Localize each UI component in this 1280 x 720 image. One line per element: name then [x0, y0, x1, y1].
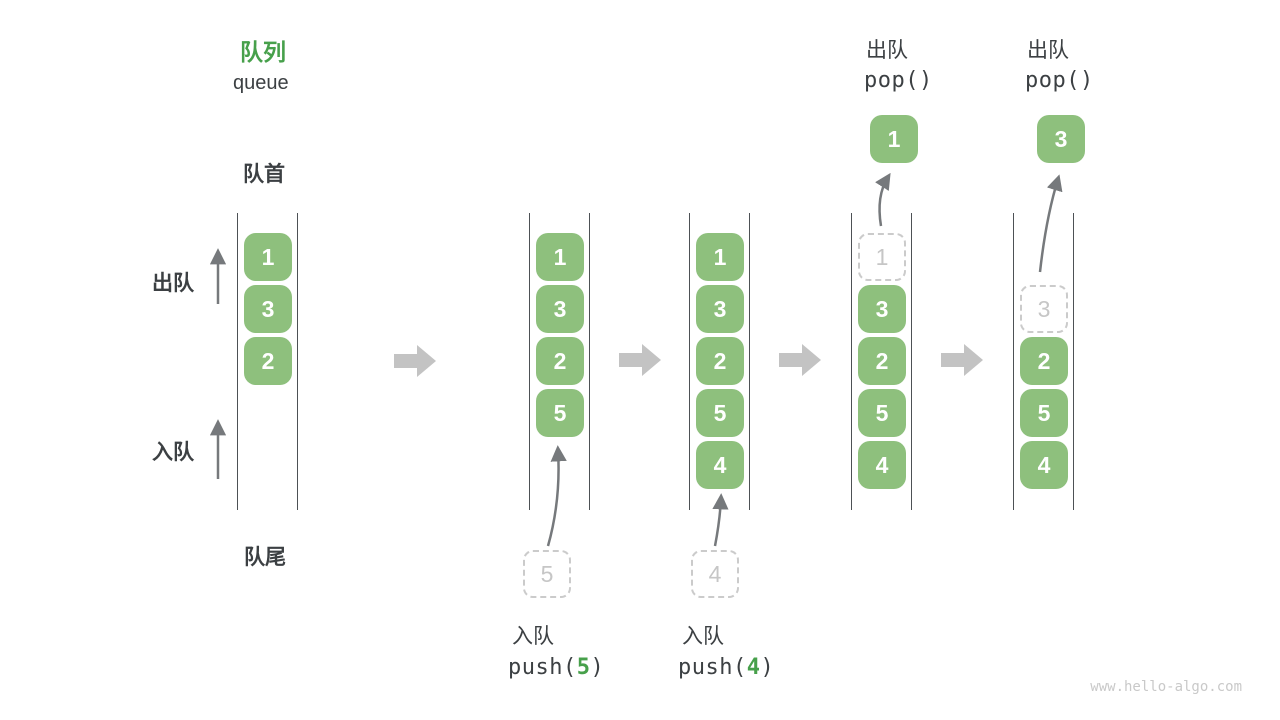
label-dequeue-op-1: 出队: [866, 39, 908, 62]
ghost-item: 3: [1020, 285, 1068, 333]
queue-column-4: 1 3 2 5 4: [851, 213, 912, 510]
queue-item: 5: [536, 389, 584, 437]
queue-item: 3: [858, 285, 906, 333]
code-push4-pre: push(: [678, 655, 747, 680]
queue-column-5: 3 2 5 4: [1013, 213, 1074, 510]
diagram-title-zh: 队列: [240, 39, 286, 65]
code-push5-arg: 5: [576, 655, 591, 680]
code-push4: push(4): [678, 655, 774, 680]
code-push5: push(5): [508, 655, 604, 680]
queue-item: 2: [696, 337, 744, 385]
step-arrow-icon-3: [779, 344, 821, 376]
popped-item: 3: [1037, 115, 1085, 163]
queue-item: 5: [858, 389, 906, 437]
queue-item: 2: [244, 337, 292, 385]
label-enqueue-op-1: 入队: [512, 625, 554, 648]
label-queue-front: 队首: [243, 163, 285, 186]
label-dequeue-op-2: 出队: [1027, 39, 1069, 62]
queue-item: 4: [1020, 441, 1068, 489]
queue-item: 1: [244, 233, 292, 281]
code-push5-pre: push(: [508, 655, 577, 680]
pending-item: 4: [691, 550, 739, 598]
queue-item: 2: [858, 337, 906, 385]
queue-item: 3: [696, 285, 744, 333]
popped-item: 1: [870, 115, 918, 163]
queue-item: 1: [536, 233, 584, 281]
code-push5-post: ): [590, 655, 605, 680]
code-pop-1: pop(): [864, 68, 933, 93]
step-arrow-icon-4: [941, 344, 983, 376]
queue-item: 5: [696, 389, 744, 437]
queue-item: 2: [1020, 337, 1068, 385]
queue-item: 3: [244, 285, 292, 333]
code-pop-2: pop(): [1025, 68, 1094, 93]
queue-item: 1: [696, 233, 744, 281]
diagram-title-en: queue: [233, 72, 289, 94]
queue-item: 5: [1020, 389, 1068, 437]
queue-item: 3: [536, 285, 584, 333]
label-dequeue-side: 出队: [152, 272, 194, 295]
label-enqueue-op-2: 入队: [682, 625, 724, 648]
queue-item: 4: [858, 441, 906, 489]
step-arrow-icon-2: [619, 344, 661, 376]
queue-column-2: 1 3 2 5: [529, 213, 590, 510]
code-push4-arg: 4: [746, 655, 761, 680]
ghost-item: 1: [858, 233, 906, 281]
queue-column-3: 1 3 2 5 4: [689, 213, 750, 510]
label-enqueue-side: 入队: [152, 441, 194, 464]
pending-item: 5: [523, 550, 571, 598]
queue-item: 2: [536, 337, 584, 385]
queue-item: 4: [696, 441, 744, 489]
code-push4-post: ): [760, 655, 775, 680]
queue-column-1: 1 3 2: [237, 213, 298, 510]
step-arrow-icon-1: [394, 345, 436, 377]
label-queue-rear: 队尾: [244, 546, 286, 569]
watermark: www.hello-algo.com: [1090, 679, 1242, 695]
